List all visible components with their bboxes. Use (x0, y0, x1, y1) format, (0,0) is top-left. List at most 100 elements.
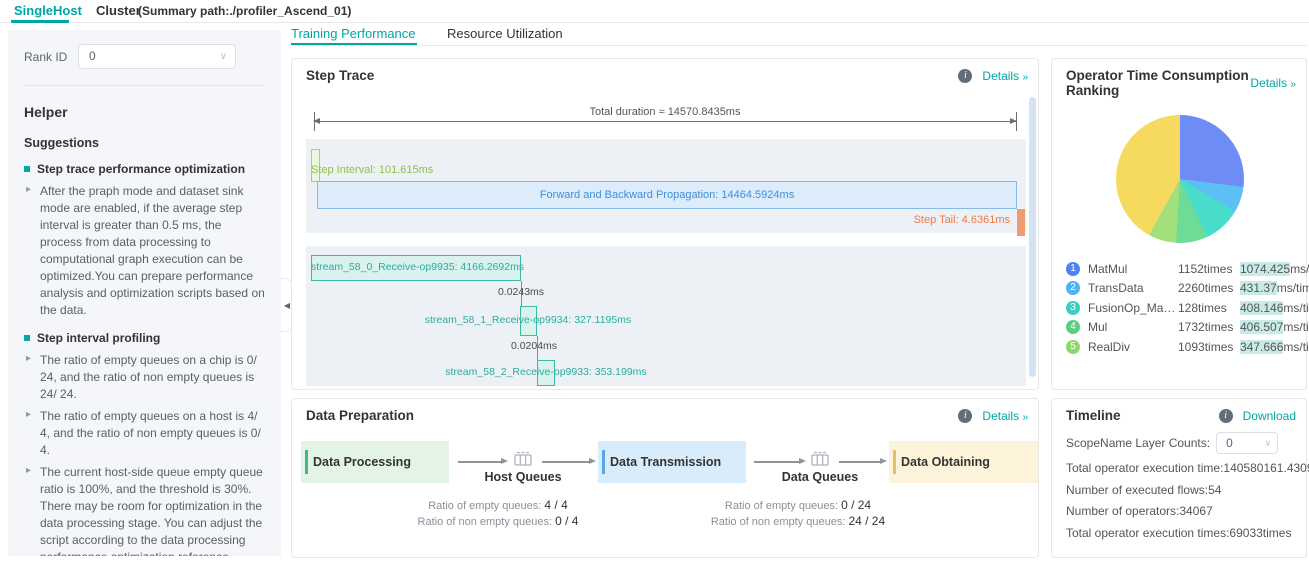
data-preparation-title: Data Preparation (306, 408, 415, 423)
operator-name: FusionOp_MatMul... (1088, 300, 1178, 315)
tab-singlehost[interactable]: SingleHost (14, 3, 82, 18)
suggestion-item: ▸The ratio of empty queues on a chip is … (26, 352, 257, 401)
step-tail-box (1017, 209, 1025, 236)
triangle-bullet-icon: ▸ (26, 183, 32, 195)
stage-data-obtaining: Data Obtaining (889, 441, 1038, 483)
suggestion-section-title: Step interval profiling (24, 330, 265, 347)
info-icon[interactable]: i (958, 68, 973, 83)
chevron-down-icon: ∨ (219, 51, 227, 62)
suggestion-item: ▸After the praph mode and dataset sink m… (26, 183, 265, 318)
legend-row: 4 Mul 1732times 406.507ms/time (1066, 318, 1309, 338)
operator-ranking-title: Operator Time Consumption Ranking (1066, 68, 1249, 98)
stream-box-2 (537, 360, 555, 386)
operator-times: 1093times (1178, 339, 1234, 354)
tab-training-performance[interactable]: Training Performance (291, 26, 416, 41)
total-duration-arrow (313, 117, 1017, 124)
operator-name: TransData (1088, 281, 1144, 296)
step-trace-panel: Step Trace i Details » Total duration ≈ … (291, 58, 1039, 390)
operator-avg-time: 406.507ms/time (1240, 320, 1309, 335)
timeline-stat: Total operator execution time:140580161.… (1066, 461, 1309, 475)
timeline-stat: Number of executed flows:54 (1066, 482, 1222, 497)
stream-connector (521, 281, 522, 306)
active-tab-underline (11, 20, 69, 23)
operator-name: RealDiv (1088, 339, 1131, 354)
rank-id-label: Rank ID (24, 49, 68, 64)
total-duration-label: Total duration ≈ 14570.8435ms (589, 106, 741, 118)
flow-arrow (542, 458, 596, 464)
collapse-left-icon: ◀ (283, 300, 291, 310)
scope-name-label: ScopeName Layer Counts: (1066, 436, 1211, 450)
stream-gap-1: 0.0204ms (510, 340, 558, 352)
tab-cluster[interactable]: Cluster (96, 3, 141, 18)
tab-resource-utilization[interactable]: Resource Utilization (447, 26, 563, 41)
operator-details-link[interactable]: Details » (1250, 76, 1296, 90)
operator-times: 1152times (1178, 261, 1233, 276)
data-preparation-panel: Data Preparation i Details » Data Proces… (291, 398, 1039, 558)
host-queues-label: Host Queues (484, 470, 562, 484)
main-tab-underline (291, 43, 417, 45)
main-tabs-border (291, 45, 1307, 46)
operator-name: MatMul (1088, 261, 1128, 276)
sidebar-divider (24, 85, 265, 86)
rank-badge: 5 (1066, 339, 1080, 354)
flow-arrow (458, 458, 508, 464)
operator-times: 1732times (1178, 320, 1234, 335)
step-tail-label: Step Tail: 4.6361ms (913, 214, 1010, 226)
stream-box-1 (520, 306, 537, 336)
timeline-download-link[interactable]: Download (1242, 408, 1296, 423)
rank-badge: 3 (1066, 300, 1080, 315)
rank-badge: 1 (1066, 261, 1080, 276)
square-bullet-icon (24, 166, 30, 172)
timeline-stat: Number of operators:34067 (1066, 504, 1213, 518)
operator-ranking-panel: Operator Time Consumption Ranking Detail… (1051, 58, 1309, 390)
data-queues-ratios: Ratio of empty queues: 0 / 24 Ratio of n… (710, 498, 886, 528)
stream-label-1: stream_58_1_Receive-op9934: 327.1195ms (424, 314, 632, 326)
data-queues-label: Data Queues (781, 470, 859, 484)
top-header: SingleHost Cluster (Summary path:./profi… (0, 0, 1309, 23)
queue-icon (810, 450, 830, 468)
suggestion-item: ▸The ratio of empty queues on a host is … (26, 408, 261, 457)
stream-connector (537, 336, 538, 360)
step-trace-details-link[interactable]: Details » (982, 68, 1028, 83)
stage-data-transmission: Data Transmission (598, 441, 746, 483)
timeline-title: Timeline (1066, 408, 1121, 423)
operator-pie-chart[interactable] (1116, 115, 1244, 243)
suggestion-item: ▸The current host-side queue empty queue… (26, 465, 263, 556)
operator-times: 128times (1178, 300, 1227, 315)
step-interval-box (311, 149, 320, 182)
square-bullet-icon (24, 335, 30, 342)
rank-id-select[interactable]: 0 ∨ (78, 44, 236, 69)
flow-arrow (839, 458, 887, 464)
operator-avg-time: 347.666ms/time (1240, 339, 1309, 354)
timeline-panel: Timeline i Download ScopeName Layer Coun… (1051, 398, 1309, 558)
scope-name-row: ScopeName Layer Counts: 0 ∨ (1066, 432, 1279, 454)
rank-badge: 4 (1066, 320, 1080, 335)
timeline-stat: Total operator execution times:69033time… (1066, 525, 1292, 540)
operator-times: 2260times (1178, 281, 1234, 296)
info-icon[interactable]: i (958, 408, 973, 423)
operator-avg-time: 431.37ms/time (1240, 281, 1309, 296)
scope-name-select[interactable]: 0 ∨ (1216, 432, 1279, 454)
stream-label-0: stream_58_0_Receive-op9935: 4166.2692ms (311, 261, 525, 273)
step-interval-label: Step Interval: 101.615ms (311, 164, 434, 176)
suggestions-title: Suggestions (24, 136, 100, 150)
rank-id-row: Rank ID 0 ∨ (24, 44, 265, 69)
legend-row: 5 RealDiv 1093times 347.666ms/time (1066, 337, 1309, 357)
data-prep-details-link[interactable]: Details » (982, 408, 1028, 423)
stage-data-processing: Data Processing (301, 441, 449, 483)
suggestion-section-title: Step trace performance optimization (24, 161, 265, 178)
info-icon[interactable]: i (1218, 408, 1233, 423)
operator-name: Mul (1088, 320, 1108, 335)
step-trace-scrollbar[interactable] (1029, 97, 1036, 377)
triangle-bullet-icon: ▸ (26, 408, 32, 420)
operator-avg-time: 408.146ms/time (1240, 300, 1309, 315)
fp-bp-box: Forward and Backward Propagation: 14464.… (317, 181, 1017, 209)
queue-icon (513, 450, 533, 468)
step-trace-title: Step Trace (306, 68, 375, 83)
stream-label-2: stream_58_2_Receive-op9933: 353.199ms (445, 366, 647, 378)
chevron-down-icon: ∨ (1264, 438, 1272, 448)
triangle-bullet-icon: ▸ (26, 465, 32, 477)
host-queues-ratios: Ratio of empty queues: 4 / 4 Ratio of no… (417, 498, 579, 528)
